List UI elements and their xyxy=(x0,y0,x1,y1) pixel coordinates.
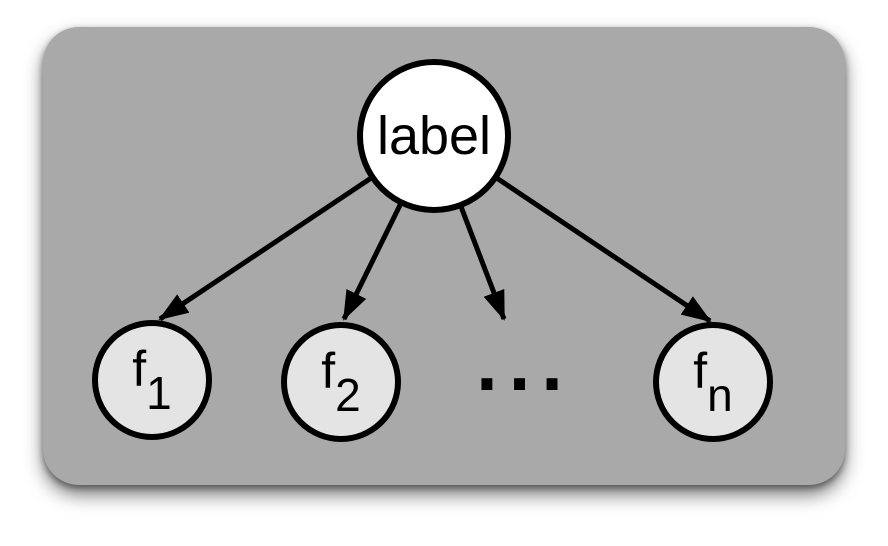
feature-subscript-1: 1 xyxy=(146,367,172,419)
feature-node-circle-2 xyxy=(281,322,401,442)
feature-subscript-2: 2 xyxy=(335,369,361,421)
feature-node-circle-1 xyxy=(92,320,212,440)
feature-subscript-n: n xyxy=(707,369,733,421)
feature-base-2: f xyxy=(321,343,336,399)
label-node-circle xyxy=(357,59,511,213)
feature-base-n: f xyxy=(693,343,708,399)
label-node-text: label xyxy=(376,106,492,166)
nodes xyxy=(92,59,773,442)
feature-base-1: f xyxy=(132,341,147,397)
feature-node-circle-n xyxy=(653,322,773,442)
ellipsis: ... xyxy=(475,332,573,405)
